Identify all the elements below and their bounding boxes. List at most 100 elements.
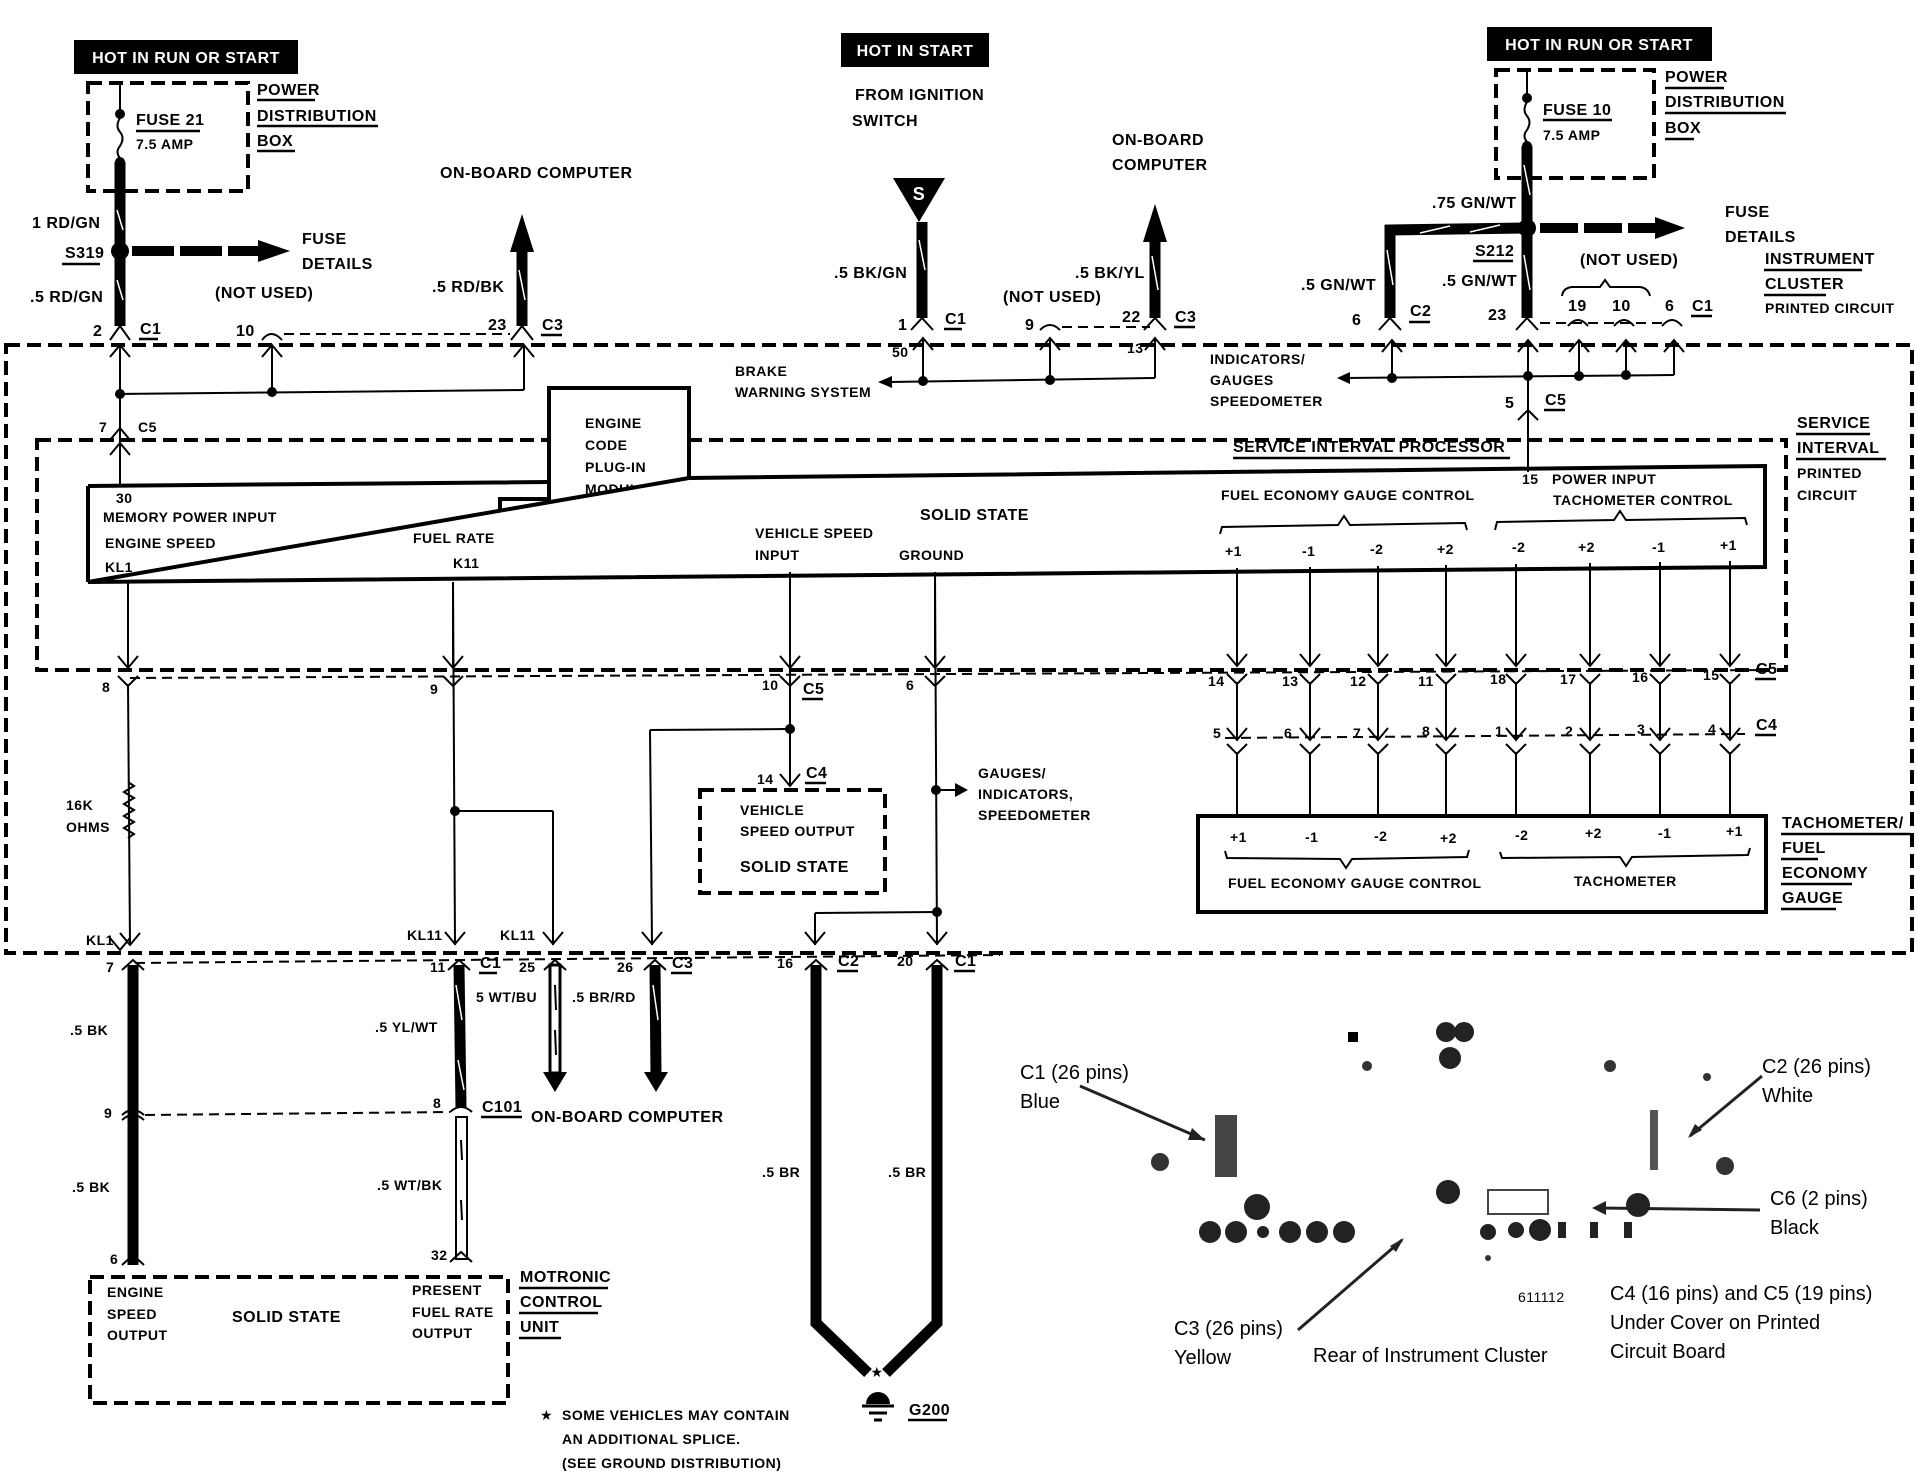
- svg-text:TACHOMETER/: TACHOMETER/: [1782, 815, 1904, 832]
- arrow-head: [1367, 653, 1389, 668]
- svg-text:2: 2: [1565, 723, 1573, 739]
- svg-text:GAUGES/: GAUGES/: [978, 765, 1046, 781]
- sip-fe-terms: +1 -1 -2 +2: [1225, 541, 1453, 559]
- svg-text:11: 11: [430, 959, 446, 975]
- wire-bk: [121, 958, 145, 1266]
- svg-text:15: 15: [1703, 667, 1720, 683]
- svg-text:S: S: [913, 184, 926, 204]
- hot-label-center: HOT IN START: [841, 33, 989, 67]
- svg-text:SOLID STATE: SOLID STATE: [740, 859, 849, 876]
- wire-wt-bk: [449, 1116, 473, 1263]
- power-distribution-box-left: FUSE 21 7.5 AMP: [86, 81, 250, 193]
- svg-text:-1: -1: [1652, 539, 1665, 555]
- svg-text:26: 26: [617, 959, 634, 975]
- wire-yl-wt: [447, 958, 473, 1113]
- svg-text:C5: C5: [1545, 392, 1566, 409]
- svg-text:.5 YL/WT: .5 YL/WT: [375, 1019, 438, 1035]
- connector-c5-row: [129, 669, 1771, 679]
- svg-text:.5 BK: .5 BK: [72, 1179, 110, 1195]
- svg-text:C5: C5: [803, 681, 824, 698]
- svg-text:PLUG-IN: PLUG-IN: [585, 459, 646, 475]
- arrow-head: [1649, 653, 1671, 668]
- arrow-head: [117, 655, 139, 670]
- svg-text:DISTRIBUTION: DISTRIBUTION: [257, 108, 377, 125]
- svg-text:SOME VEHICLES MAY CONTAIN: SOME VEHICLES MAY CONTAIN: [562, 1407, 790, 1423]
- svg-text:POWER: POWER: [257, 82, 320, 99]
- wire-label-05-rd-gn: .5 RD/GN: [30, 289, 103, 306]
- svg-text:SPEEDOMETER: SPEEDOMETER: [978, 807, 1091, 823]
- svg-text:(SEE GROUND DISTRIBUTION): (SEE GROUND DISTRIBUTION): [562, 1455, 781, 1471]
- arrow-head: [1226, 727, 1248, 742]
- svg-text:15: 15: [1522, 471, 1539, 487]
- svg-text:7: 7: [1353, 725, 1361, 741]
- svg-text:.5 BK: .5 BK: [70, 1022, 108, 1038]
- svg-text:50: 50: [892, 344, 909, 360]
- instrument-cluster-photo: [1151, 1022, 1734, 1261]
- svg-text:32: 32: [431, 1247, 448, 1263]
- arrow-head: [1505, 727, 1527, 742]
- arrow-head: [1579, 727, 1601, 742]
- footnote: ★ SOME VEHICLES MAY CONTAIN AN ADDITIONA…: [540, 1407, 790, 1471]
- wire-label-1-rd-gn: 1 RD/GN: [32, 215, 100, 232]
- svg-text:OUTPUT: OUTPUT: [412, 1325, 473, 1341]
- arrow-head: [1367, 727, 1389, 742]
- svg-text:6: 6: [1352, 312, 1361, 329]
- svg-text:3: 3: [1637, 721, 1645, 737]
- wire-bk-gn: [910, 222, 934, 331]
- svg-text:COMPUTER: COMPUTER: [1112, 157, 1208, 174]
- svg-text:SWITCH: SWITCH: [852, 113, 918, 130]
- svg-text:11: 11: [1418, 673, 1434, 689]
- svg-text:C1: C1: [480, 955, 501, 972]
- indicators-bus: [1337, 338, 1685, 425]
- connector-c1-pin9: [1039, 324, 1061, 331]
- svg-text:6: 6: [110, 1251, 118, 1267]
- connector-c1-pin10: [261, 333, 283, 341]
- motronic-control-unit-label: MOTRONIC CONTROL UNIT: [519, 1269, 611, 1340]
- svg-text:4: 4: [1708, 721, 1716, 737]
- svg-text:PRINTED: PRINTED: [1797, 465, 1862, 481]
- svg-text:1: 1: [898, 317, 907, 334]
- svg-text:+1: +1: [1720, 537, 1737, 553]
- svg-text:C1: C1: [140, 321, 161, 338]
- svg-text:8: 8: [433, 1095, 441, 1111]
- ground-g200-icon: [862, 1392, 894, 1422]
- fuse-details-arrow-left: [132, 240, 290, 262]
- not-used-label-left: (NOT USED): [215, 285, 313, 302]
- svg-text:KL1: KL1: [105, 559, 133, 575]
- svg-text:.5 GN/WT: .5 GN/WT: [1301, 277, 1376, 294]
- svg-text:.5 RD/BK: .5 RD/BK: [432, 279, 504, 296]
- svg-text:KL11: KL11: [500, 927, 535, 943]
- splice-s319: [111, 242, 129, 260]
- connector-bottom-row: [134, 954, 1001, 964]
- svg-text:SOLID STATE: SOLID STATE: [232, 1309, 341, 1326]
- hot-label-left-text: HOT IN RUN OR START: [92, 50, 280, 67]
- svg-text:C3: C3: [542, 317, 563, 334]
- callout-c1: C1 (26 pins): [1020, 1062, 1129, 1084]
- hot-label-right: HOT IN RUN OR START: [1487, 27, 1712, 61]
- svg-text:9: 9: [104, 1105, 112, 1121]
- svg-text:Blue: Blue: [1020, 1091, 1060, 1113]
- svg-text:Black: Black: [1770, 1217, 1820, 1239]
- svg-text:23: 23: [1488, 307, 1507, 324]
- svg-text:MEMORY POWER INPUT: MEMORY POWER INPUT: [103, 509, 277, 525]
- svg-text:12: 12: [1350, 673, 1367, 689]
- c5-left-pins: 8 9 10 6: [102, 677, 914, 697]
- svg-text:-1: -1: [1305, 829, 1318, 845]
- hot-label-right-text: HOT IN RUN OR START: [1505, 37, 1693, 54]
- svg-text:GAUGES: GAUGES: [1210, 372, 1274, 388]
- svg-text:+1: +1: [1726, 823, 1743, 839]
- svg-text:5: 5: [1505, 395, 1514, 412]
- service-interval-label: SERVICE: [1797, 415, 1870, 432]
- vehicle-speed-lines: [641, 572, 801, 946]
- svg-text:16: 16: [1632, 669, 1649, 685]
- photo-arrows: [1079, 1074, 1763, 1332]
- svg-text:FUEL RATE: FUEL RATE: [413, 530, 495, 546]
- svg-text:C3: C3: [672, 955, 693, 972]
- lead-wire: [127, 683, 131, 946]
- svg-text:OUTPUT: OUTPUT: [107, 1327, 168, 1343]
- splice-label-s212: S212: [1475, 243, 1514, 260]
- obc-label-bottom: ON-BOARD COMPUTER: [531, 1109, 724, 1126]
- fuse-10-icon: [1523, 101, 1531, 143]
- svg-text:.5 GN/WT: .5 GN/WT: [1442, 273, 1517, 290]
- svg-text:.5 BR/RD: .5 BR/RD: [572, 989, 636, 1005]
